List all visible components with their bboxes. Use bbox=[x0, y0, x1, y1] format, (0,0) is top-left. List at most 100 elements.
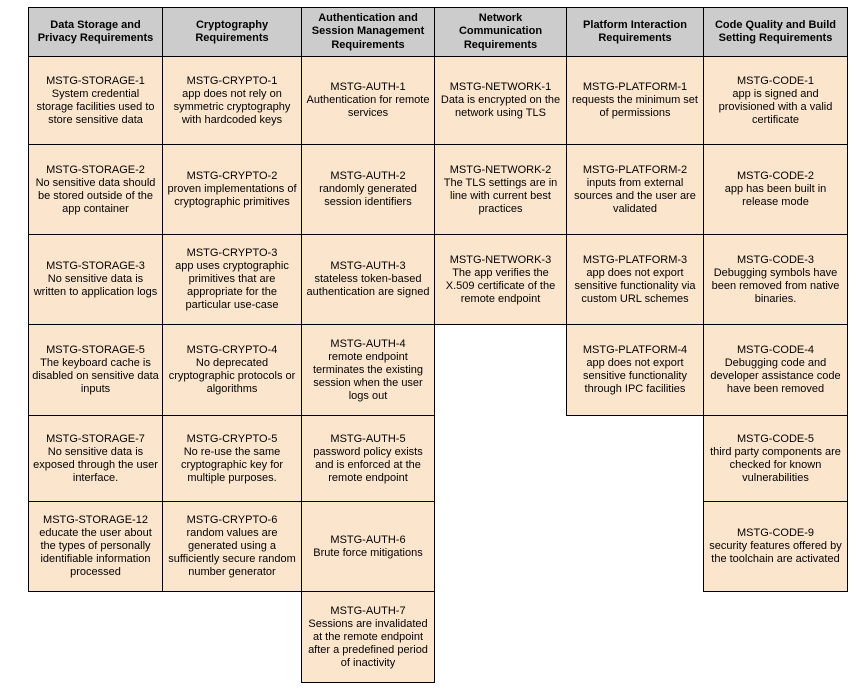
requirement-desc: inputs from external sources and the use… bbox=[574, 176, 696, 215]
requirement-cell: MSTG-STORAGE-7 No sensitive data is expo… bbox=[28, 415, 163, 502]
column-header: Network Communication Requirements bbox=[434, 7, 567, 57]
column-header: Cryptography Requirements bbox=[162, 7, 302, 57]
requirement-desc: No deprecated cryptographic protocols or… bbox=[168, 357, 296, 395]
requirement-id: MSTG-STORAGE-3 bbox=[46, 260, 145, 272]
column-network: Network Communication Requirements MSTG-… bbox=[434, 7, 567, 325]
requirement-id: MSTG-CODE-2 bbox=[737, 170, 814, 182]
requirement-id: MSTG-PLATFORM-1 bbox=[582, 81, 688, 93]
requirement-id: MSTG-STORAGE-1 bbox=[46, 74, 145, 87]
requirement-id: MSTG-AUTH-1 bbox=[330, 81, 406, 93]
requirement-desc: No sensitive data is written to applicat… bbox=[33, 273, 158, 298]
requirement-id: MSTG-CODE-3 bbox=[737, 253, 814, 266]
requirement-cell: MSTG-STORAGE-1 System credential storage… bbox=[28, 56, 163, 145]
requirement-id: MSTG-STORAGE-5 bbox=[46, 344, 145, 356]
requirement-cell: MSTG-STORAGE-12 educate the user about t… bbox=[28, 501, 163, 592]
requirement-cell: MSTG-STORAGE-2 No sensitive data should … bbox=[28, 144, 163, 235]
requirement-cell: MSTG-PLATFORM-1 requests the minimum set… bbox=[566, 56, 704, 145]
column-cryptography: Cryptography Requirements MSTG-CRYPTO-1 … bbox=[162, 7, 302, 592]
requirement-cell: MSTG-CRYPTO-5 No re-use the same cryptog… bbox=[162, 415, 302, 502]
column-header: Platform Interaction Requirements bbox=[566, 7, 704, 57]
requirement-id: MSTG-CRYPTO-3 bbox=[186, 247, 278, 259]
requirement-cell: MSTG-CRYPTO-6 random values are generate… bbox=[162, 501, 302, 592]
requirement-id: MSTG-STORAGE-7 bbox=[46, 432, 145, 445]
requirement-cell: MSTG-CRYPTO-1 app does not rely on symme… bbox=[162, 56, 302, 145]
requirement-id: MSTG-CRYPTO-2 bbox=[186, 170, 278, 182]
requirement-desc: No sensitive data is exposed through the… bbox=[33, 445, 158, 484]
requirement-id: MSTG-AUTH-2 bbox=[330, 170, 406, 182]
requirement-id: MSTG-CODE-9 bbox=[737, 527, 814, 539]
requirement-id: MSTG-NETWORK-2 bbox=[449, 163, 552, 176]
requirement-cell: MSTG-PLATFORM-4 app does not export sens… bbox=[566, 324, 704, 416]
column-header: Authentication and Session Management Re… bbox=[301, 7, 435, 57]
requirement-cell: MSTG-AUTH-3 stateless token-based authen… bbox=[301, 234, 435, 325]
requirement-desc: app is signed and provisioned with a val… bbox=[718, 87, 833, 126]
requirement-id: MSTG-CODE-1 bbox=[737, 74, 814, 87]
requirement-cell: MSTG-CODE-5 third party components are c… bbox=[703, 415, 848, 502]
requirement-desc: app uses cryptographic primitives that a… bbox=[175, 260, 289, 311]
requirement-desc: Data is encrypted on the network using T… bbox=[440, 94, 561, 119]
requirement-cell: MSTG-NETWORK-1 Data is encrypted on the … bbox=[434, 56, 567, 145]
requirement-desc: The keyboard cache is disabled on sensit… bbox=[32, 357, 159, 395]
requirement-id: MSTG-CODE-4 bbox=[737, 344, 814, 356]
requirement-cell: MSTG-AUTH-6 Brute force mitigations bbox=[301, 501, 435, 592]
requirement-cell: MSTG-CODE-3 Debugging symbols have been … bbox=[703, 234, 848, 325]
requirement-id: MSTG-STORAGE-12 bbox=[43, 514, 148, 526]
requirement-cell: MSTG-NETWORK-2 The TLS settings are in l… bbox=[434, 144, 567, 235]
requirement-desc: app does not export sensitive functional… bbox=[583, 357, 687, 395]
requirement-id: MSTG-AUTH-3 bbox=[330, 260, 406, 272]
requirement-id: MSTG-NETWORK-1 bbox=[449, 81, 552, 93]
requirement-desc: requests the minimum set of permissions bbox=[572, 94, 698, 119]
requirement-desc: Authentication for remote services bbox=[306, 94, 430, 119]
requirement-desc: proven implementations of cryptographic … bbox=[167, 183, 297, 208]
requirement-desc: third party components are checked for k… bbox=[710, 445, 841, 484]
requirement-cell: MSTG-CRYPTO-2 proven implementations of … bbox=[162, 144, 302, 235]
requirement-id: MSTG-NETWORK-3 bbox=[449, 253, 552, 266]
requirement-id: MSTG-PLATFORM-4 bbox=[582, 344, 688, 356]
requirement-id: MSTG-AUTH-7 bbox=[330, 604, 406, 617]
requirement-cell: MSTG-AUTH-5 password policy exists and i… bbox=[301, 415, 435, 502]
column-platform: Platform Interaction Requirements MSTG-P… bbox=[566, 7, 704, 416]
requirement-desc: Debugging code and developer assistance … bbox=[710, 357, 841, 395]
requirement-id: MSTG-PLATFORM-2 bbox=[582, 163, 688, 176]
requirement-desc: app has been built in release mode bbox=[724, 183, 827, 208]
requirement-cell: MSTG-CRYPTO-3 app uses cryptographic pri… bbox=[162, 234, 302, 325]
requirement-id: MSTG-PLATFORM-3 bbox=[582, 253, 688, 266]
requirement-cell: MSTG-NETWORK-3 The app verifies the X.50… bbox=[434, 234, 567, 325]
column-code-quality: Code Quality and Build Setting Requireme… bbox=[703, 7, 848, 592]
requirement-id: MSTG-AUTH-6 bbox=[330, 533, 406, 546]
requirement-id: MSTG-CODE-5 bbox=[737, 432, 814, 445]
requirement-cell: MSTG-PLATFORM-3 app does not export sens… bbox=[566, 234, 704, 325]
column-authentication: Authentication and Session Management Re… bbox=[301, 7, 435, 683]
requirement-desc: Brute force mitigations bbox=[313, 546, 423, 559]
requirement-desc: System credential storage facilities use… bbox=[36, 87, 155, 126]
requirement-id: MSTG-CRYPTO-5 bbox=[186, 432, 278, 445]
requirement-cell: MSTG-PLATFORM-2 inputs from external sou… bbox=[566, 144, 704, 235]
requirement-desc: No sensitive data should be stored outsi… bbox=[35, 176, 156, 215]
requirement-desc: Debugging symbols have been removed from… bbox=[711, 266, 840, 305]
requirement-id: MSTG-CRYPTO-4 bbox=[186, 344, 278, 356]
requirement-cell: MSTG-CODE-4 Debugging code and developer… bbox=[703, 324, 848, 416]
requirement-desc: Sessions are invalidated at the remote e… bbox=[308, 617, 428, 669]
column-data-storage: Data Storage and Privacy Requirements MS… bbox=[28, 7, 163, 592]
requirement-desc: stateless token-based authentication are… bbox=[306, 273, 430, 298]
requirement-cell: MSTG-AUTH-1 Authentication for remote se… bbox=[301, 56, 435, 145]
requirement-cell: MSTG-STORAGE-5 The keyboard cache is dis… bbox=[28, 324, 163, 416]
requirement-desc: app does not rely on symmetric cryptogra… bbox=[173, 87, 291, 126]
requirement-desc: random values are generated using a suff… bbox=[168, 527, 296, 578]
requirement-desc: password policy exists and is enforced a… bbox=[313, 445, 423, 484]
mstg-requirements-table: Data Storage and Privacy Requirements MS… bbox=[28, 7, 848, 683]
requirement-cell: MSTG-CODE-2 app has been built in releas… bbox=[703, 144, 848, 235]
requirement-cell: MSTG-AUTH-4 remote endpoint terminates t… bbox=[301, 324, 435, 416]
requirement-cell: MSTG-AUTH-7 Sessions are invalidated at … bbox=[301, 591, 435, 683]
requirement-desc: The TLS settings are in line with curren… bbox=[443, 176, 558, 215]
requirement-desc: app does not export sensitive functional… bbox=[574, 266, 696, 305]
requirement-id: MSTG-CRYPTO-6 bbox=[186, 514, 278, 526]
requirement-desc: randomly generated session identifiers bbox=[319, 183, 417, 208]
requirement-desc: No re-use the same cryptographic key for… bbox=[180, 445, 284, 484]
requirement-desc: remote endpoint terminates the existing … bbox=[312, 350, 424, 402]
requirement-cell: MSTG-CRYPTO-4 No deprecated cryptographi… bbox=[162, 324, 302, 416]
requirement-desc: The app verifies the X.509 certificate o… bbox=[445, 266, 556, 305]
requirement-cell: MSTG-CODE-1 app is signed and provisione… bbox=[703, 56, 848, 145]
requirement-id: MSTG-AUTH-4 bbox=[330, 337, 406, 350]
column-header: Data Storage and Privacy Requirements bbox=[28, 7, 163, 57]
